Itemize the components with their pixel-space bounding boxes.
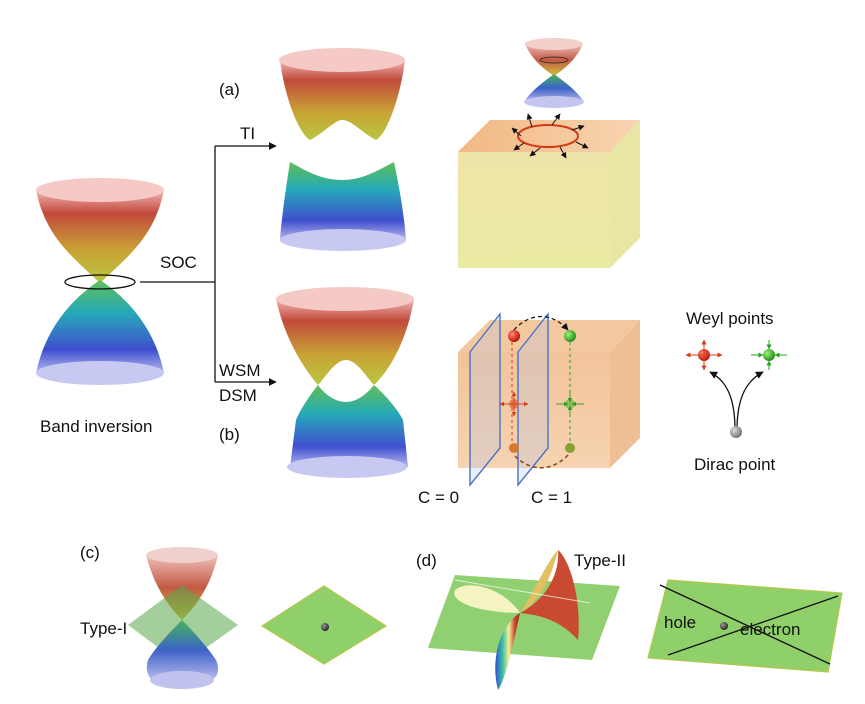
- label-c1: C = 1: [531, 488, 572, 507]
- type-i-cone: [128, 547, 238, 689]
- label-band-inversion: Band inversion: [40, 417, 152, 436]
- label-c0: C = 0: [418, 488, 459, 507]
- wsm-dsm-bands: [276, 287, 414, 478]
- label-type-i: Type-I: [80, 619, 127, 638]
- label-panel-c: (c): [80, 543, 100, 562]
- label-hole: hole: [664, 613, 696, 632]
- type-i-plane: [260, 585, 388, 665]
- weyl-dirac-schematic: [685, 339, 787, 438]
- label-panel-d: (d): [416, 551, 437, 570]
- label-type-ii: Type-II: [574, 551, 626, 570]
- label-panel-a: (a): [219, 80, 240, 99]
- label-ti: TI: [240, 124, 255, 143]
- label-electron: electron: [740, 620, 800, 639]
- label-dsm: DSM: [219, 386, 257, 405]
- type-ii-cone: [428, 550, 620, 690]
- wsm-crystal-box: [458, 311, 640, 487]
- ti-gapped-bands: [279, 48, 406, 251]
- branch-lines: [140, 142, 277, 386]
- label-panel-b: (b): [219, 425, 240, 444]
- ti-crystal-box: [458, 113, 640, 268]
- label-weyl-points: Weyl points: [686, 309, 774, 328]
- type-ii-plane: [647, 579, 843, 673]
- label-dirac-point: Dirac point: [694, 455, 776, 474]
- band-inversion-cones: [36, 178, 164, 385]
- surface-dirac-cone: [524, 38, 584, 108]
- label-soc: SOC: [160, 253, 197, 272]
- label-wsm: WSM: [219, 361, 261, 380]
